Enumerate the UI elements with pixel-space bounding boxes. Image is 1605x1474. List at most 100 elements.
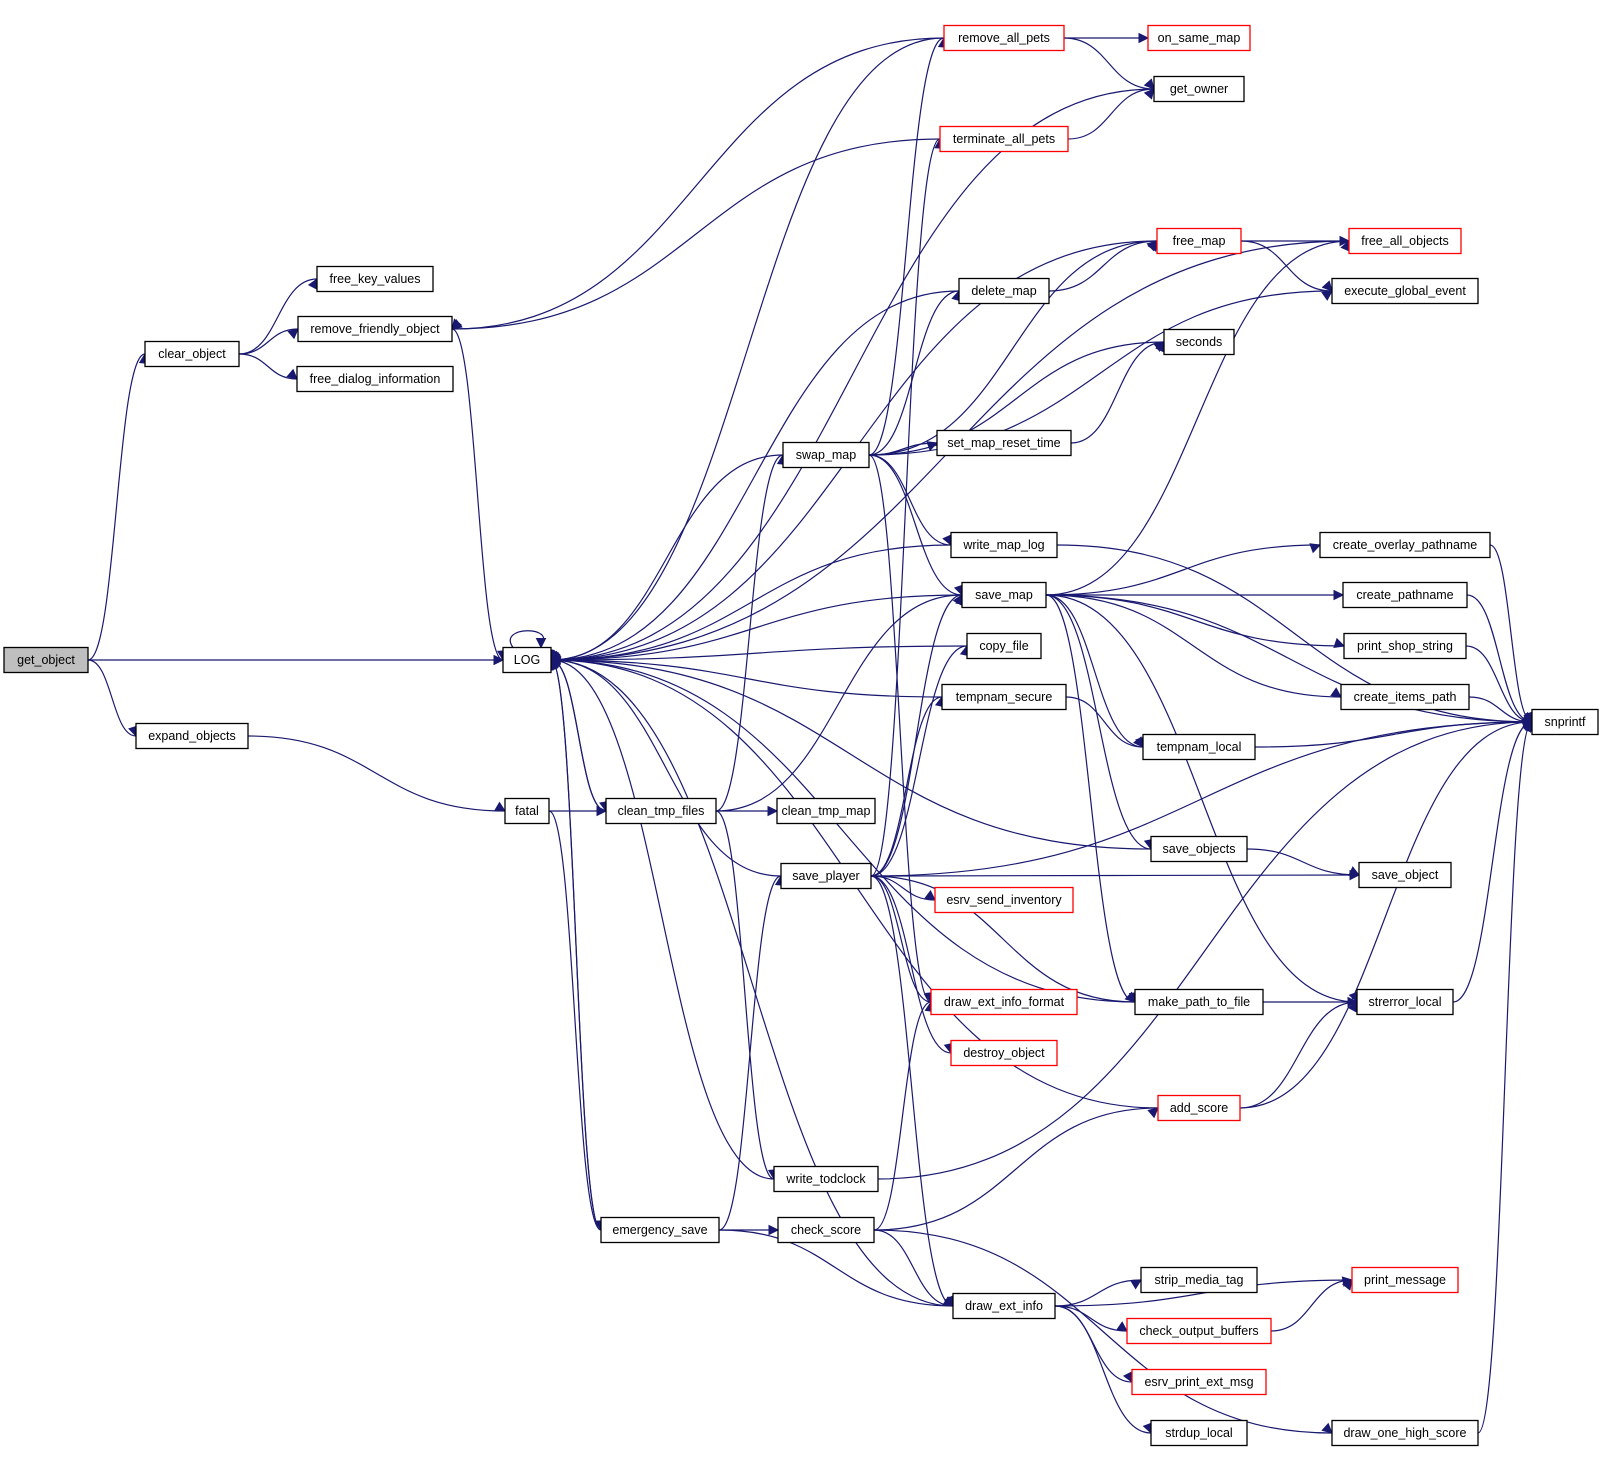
node-box (943, 24, 1065, 52)
node-box (1134, 988, 1264, 1016)
node-execute-global-event[interactable]: execute_global_event (1331, 277, 1479, 305)
node-free-map[interactable]: free_map (1156, 227, 1242, 255)
node-label: free_key_values (329, 272, 420, 286)
node-write-todclock[interactable]: write_todclock (773, 1165, 879, 1193)
node-save-object[interactable]: save_object (1358, 861, 1452, 889)
node-label: expand_objects (148, 729, 236, 743)
node-label: save_map (975, 588, 1033, 602)
edge-line (868, 240, 1158, 456)
node-free-key-values[interactable]: free_key_values (316, 265, 434, 293)
edge-remove_all_pets-to-get_owner (1063, 37, 1155, 90)
node-label: free_dialog_information (310, 372, 441, 386)
node-box (1342, 581, 1468, 609)
edge-check_output_buffers-to-print_message (1270, 1279, 1353, 1332)
edge-LOG-to-LOG (509, 630, 547, 649)
node-create-overlay-pathname[interactable]: create_overlay_pathname (1319, 531, 1491, 559)
edge-line (715, 454, 784, 812)
node-label: save_object (1372, 868, 1439, 882)
node-on-same-map[interactable]: on_same_map (1147, 24, 1251, 52)
node-label: destroy_object (963, 1046, 1045, 1060)
arrowhead-icon (1130, 1279, 1142, 1290)
node-get-owner[interactable]: get_owner (1153, 75, 1245, 103)
node-remove-all-pets[interactable]: remove_all_pets (943, 24, 1065, 52)
node-label: get_owner (1170, 82, 1228, 96)
node-label: LOG (514, 653, 540, 667)
node-strerror-local[interactable]: strerror_local (1356, 988, 1454, 1016)
node-clean-tmp-files[interactable]: clean_tmp_files (605, 797, 717, 825)
node-expand-objects[interactable]: expand_objects (135, 722, 249, 750)
node-label: tempnam_local (1157, 740, 1242, 754)
edge-save_map-to-create_pathname (1046, 589, 1345, 601)
node-emergency-save[interactable]: emergency_save (600, 1216, 720, 1244)
node-label: execute_global_event (1344, 284, 1466, 298)
node-strip-media-tag[interactable]: strip_media_tag (1140, 1266, 1258, 1294)
edge-create_pathname-to-snprintf (1466, 594, 1535, 724)
node-box (941, 683, 1067, 711)
node-set-map-reset-time[interactable]: set_map_reset_time (936, 429, 1072, 457)
node-free-all-objects[interactable]: free_all_objects (1348, 227, 1462, 255)
node-swap-map[interactable]: swap_map (782, 441, 870, 469)
edge-line (1065, 696, 1144, 748)
node-box (1358, 861, 1452, 889)
node-seconds[interactable]: seconds (1163, 328, 1235, 356)
node-add-score[interactable]: add_score (1157, 1094, 1241, 1122)
node-box (780, 862, 872, 890)
node-box (605, 797, 717, 825)
node-label: clean_tmp_files (618, 804, 705, 818)
edge-line (1048, 240, 1158, 292)
arrowhead-icon (1521, 711, 1533, 723)
node-esrv-print-ext-msg[interactable]: esrv_print_ext_msg (1131, 1368, 1267, 1396)
node-save-map[interactable]: save_map (961, 581, 1047, 609)
node-draw-ext-info[interactable]: draw_ext_info (952, 1292, 1056, 1320)
node-save-objects[interactable]: save_objects (1150, 835, 1248, 863)
node-get-object[interactable]: get_object (3, 646, 89, 674)
node-esrv-send-inventory[interactable]: esrv_send_inventory (934, 886, 1074, 914)
edge-line (1045, 594, 1345, 647)
node-print-message[interactable]: print_message (1351, 1266, 1459, 1294)
node-remove-friendly-object[interactable]: remove_friendly_object (297, 315, 453, 343)
node-draw-one-high-score[interactable]: draw_one_high_score (1331, 1419, 1479, 1447)
edge-line (1489, 544, 1533, 723)
node-tempnam-secure[interactable]: tempnam_secure (941, 683, 1067, 711)
node-label: add_score (1170, 1101, 1228, 1115)
node-box (316, 265, 434, 293)
node-LOG[interactable]: LOG (502, 646, 552, 674)
node-tempnam-local[interactable]: tempnam_local (1142, 733, 1256, 761)
node-destroy-object[interactable]: destroy_object (950, 1039, 1058, 1067)
node-label: draw_ext_info_format (944, 995, 1065, 1009)
arrowhead-icon (1146, 240, 1158, 252)
node-label: make_path_to_file (1148, 995, 1250, 1009)
edge-make_path_to_file-to-strerror_local (1262, 996, 1359, 1008)
node-clear-object[interactable]: clear_object (144, 340, 240, 368)
node-create-pathname[interactable]: create_pathname (1342, 581, 1468, 609)
node-draw-ext-info-format[interactable]: draw_ext_info_format (930, 988, 1078, 1016)
node-fatal[interactable]: fatal (504, 797, 550, 825)
arrowhead-icon (493, 654, 505, 666)
node-check-output-buffers[interactable]: check_output_buffers (1126, 1317, 1272, 1345)
node-print-shop-string[interactable]: print_shop_string (1343, 632, 1467, 660)
node-check-score[interactable]: check_score (777, 1216, 875, 1244)
node-box (3, 646, 89, 674)
node-save-player[interactable]: save_player (780, 862, 872, 890)
node-box (934, 886, 1074, 914)
node-box (961, 581, 1047, 609)
edge-line (1477, 721, 1533, 1434)
arrowhead-icon (1143, 78, 1155, 90)
node-make-path-to-file[interactable]: make_path_to_file (1134, 988, 1264, 1016)
edge-save_map-to-create_items_path (1045, 594, 1342, 698)
node-copy-file[interactable]: copy_file (966, 632, 1042, 660)
node-snprintf[interactable]: snprintf (1531, 708, 1599, 736)
node-delete-map[interactable]: delete_map (958, 277, 1050, 305)
arrowhead-icon (924, 890, 936, 901)
edge-line (1045, 594, 1342, 698)
node-create-items-path[interactable]: create_items_path (1340, 683, 1470, 711)
edge-line (715, 810, 775, 1180)
edge-write_map_log-to-LOG (550, 544, 952, 661)
node-write-map-log[interactable]: write_map_log (950, 531, 1058, 559)
node-clean-tmp-map[interactable]: clean_tmp_map (776, 797, 876, 825)
node-strdup-local[interactable]: strdup_local (1150, 1419, 1248, 1447)
edge-tempnam_secure-to-tempnam_local (1065, 696, 1144, 748)
node-free-dialog-information[interactable]: free_dialog_information (296, 365, 454, 393)
node-terminate-all-pets[interactable]: terminate_all_pets (939, 125, 1069, 153)
edge-LOG-to-clean_tmp_files (550, 659, 610, 813)
